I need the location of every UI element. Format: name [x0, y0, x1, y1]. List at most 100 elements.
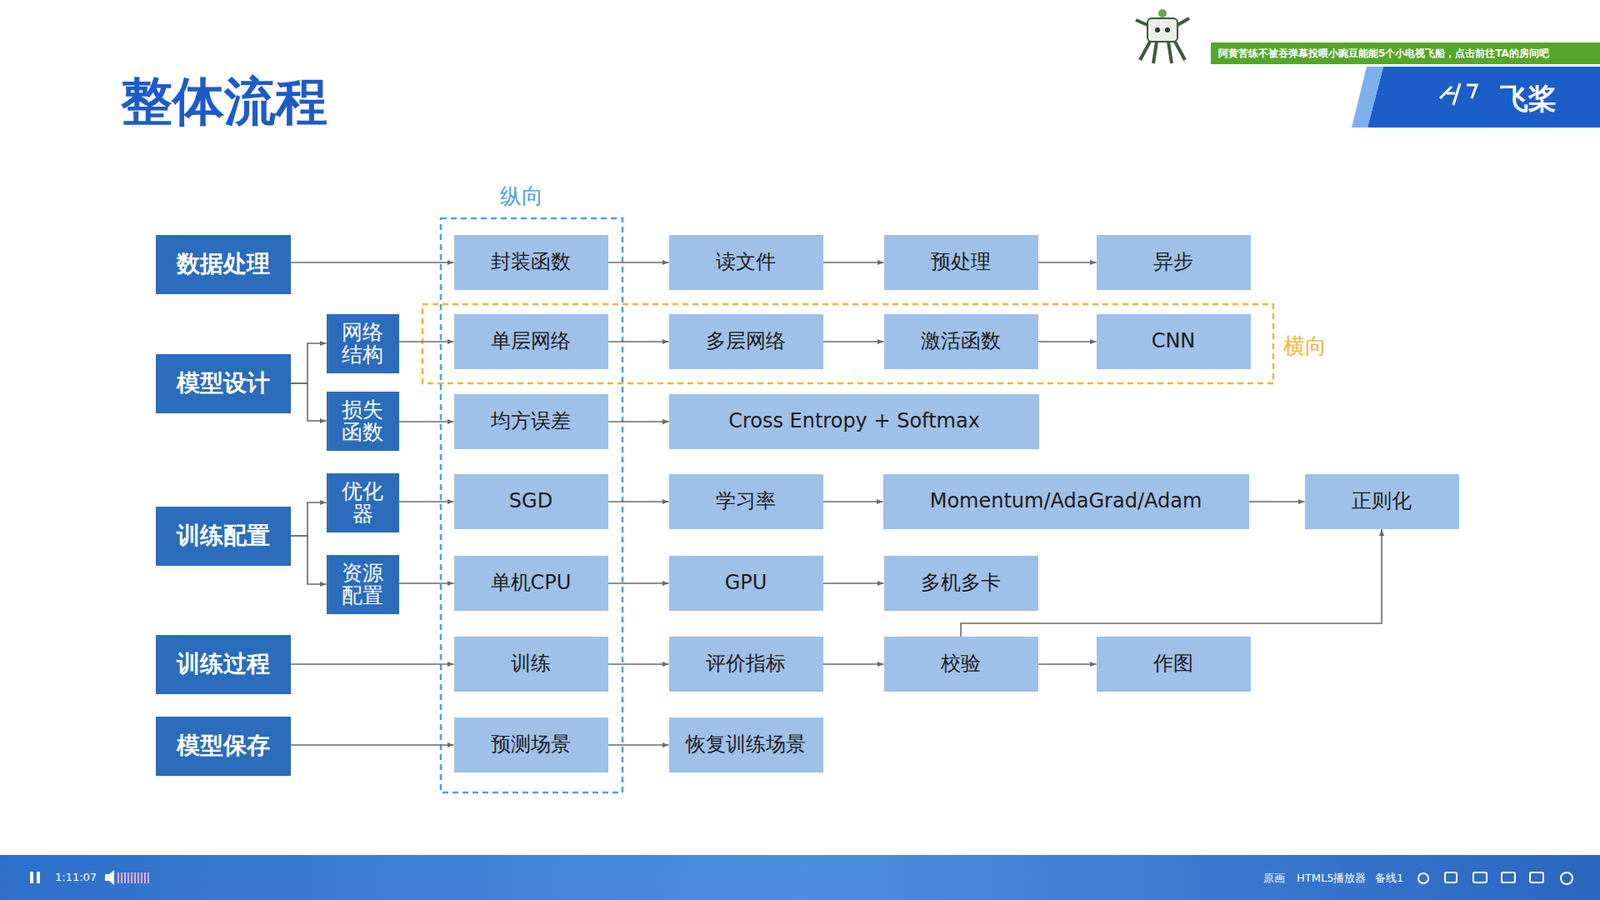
box-text: 训练 [510, 652, 551, 676]
box-text: 读文件 [715, 250, 776, 275]
slide-title: 整体流程 [120, 66, 328, 137]
flow-arrow [823, 261, 885, 264]
flow-arrow [1038, 663, 1097, 665]
flow-arrow [608, 261, 670, 264]
danmaku-bar [1210, 42, 1600, 65]
box-text: 封装函数 [490, 250, 571, 275]
flow-arrow [290, 744, 455, 746]
flow-arrow [290, 383, 327, 421]
box-text: 预测场景 [490, 733, 571, 757]
flow-arrow [399, 582, 455, 585]
box-text: 正则化 [1351, 490, 1412, 514]
player-option: 原画 [1263, 870, 1285, 886]
box-text: 单机CPU [490, 571, 572, 595]
box-text: 多机多卡 [920, 571, 1001, 595]
flow-arrow [399, 340, 455, 343]
flow-arrow [399, 500, 455, 503]
step-box: 预处理 [884, 235, 1039, 290]
logo-banner [1367, 66, 1600, 128]
box-text: 损失函数 [340, 398, 385, 445]
step-box: SGD [454, 474, 609, 530]
flow-arrow [1038, 340, 1097, 343]
box-text: 激活函数 [920, 330, 1001, 354]
step-box: 学习率 [669, 474, 824, 530]
flow-arrow [399, 420, 455, 423]
play-pause-icon [30, 871, 40, 884]
stage-box: 训练过程 [155, 635, 291, 695]
step-box: 封装函数 [454, 235, 609, 290]
flow-arrow [823, 663, 885, 665]
box-text: 数据处理 [176, 250, 270, 278]
box-text: 训练过程 [176, 650, 270, 678]
substage-box: 资源配置 [326, 555, 400, 615]
box-text: Cross Entropy + Softmax [728, 410, 980, 434]
flow-arrow [608, 500, 670, 503]
substage-box: 损失函数 [326, 391, 400, 451]
flow-arrow [290, 261, 455, 264]
stage-box: 训练配置 [155, 506, 291, 566]
flow-arrow [1249, 500, 1305, 503]
flow-arrow [290, 663, 455, 665]
flow-arrow [823, 340, 885, 343]
step-box: 正则化 [1305, 474, 1460, 530]
step-box: 作图 [1096, 636, 1251, 692]
player-controls [1418, 872, 1573, 885]
logo-stripe [1351, 66, 1384, 128]
flow-arrow [823, 582, 885, 585]
box-text: 多层网络 [705, 330, 786, 354]
step-box: 单机CPU [454, 555, 609, 611]
flow-arrow [608, 582, 670, 585]
danmaku-text: 阿黄苦练不被吞弹幕投喂小豌豆能能5个小电视飞船，点击前往TA的房间吧 [1218, 46, 1550, 61]
box-text: 模型保存 [176, 732, 270, 760]
box-text: 优化器 [340, 480, 385, 526]
box-text: GPU [725, 571, 768, 595]
flow-arrow [608, 744, 670, 746]
step-box: 校验 [884, 636, 1039, 692]
box-text: 作图 [1153, 652, 1194, 676]
box-text: 单层网络 [490, 330, 571, 354]
box-text: 网络结构 [340, 320, 385, 367]
box-text: 预处理 [930, 250, 991, 275]
player-bar [0, 855, 1600, 900]
box-text: Momentum/AdaGrad/Adam [930, 490, 1203, 514]
box-text: 恢复训练场景 [685, 733, 806, 757]
step-box: 均方误差 [454, 394, 609, 450]
flow-arrow [290, 535, 327, 585]
step-box: 读文件 [669, 235, 824, 290]
step-box: 多层网络 [669, 314, 824, 370]
player-option: 备线1 [1375, 870, 1404, 886]
flow-arrow [1038, 261, 1097, 264]
box-text: 校验 [940, 652, 981, 676]
flow-arrow [608, 663, 670, 665]
logo-text: 飞桨 [1500, 80, 1557, 119]
step-box: 单层网络 [454, 314, 609, 370]
stage-box: 数据处理 [155, 235, 291, 295]
step-box: 预测场景 [454, 717, 609, 773]
substage-box: 网络结构 [326, 314, 400, 374]
step-box: 评价指标 [669, 636, 824, 692]
horizontal-dashed-region [422, 304, 1274, 384]
region-label: 纵向 [500, 181, 544, 211]
stage-box: 模型设计 [155, 354, 291, 414]
flow-arrow [608, 420, 670, 423]
box-text: 学习率 [715, 490, 776, 514]
playback-time: 1:11:07 [55, 870, 97, 884]
stage-box: 模型保存 [155, 716, 291, 776]
box-text: 异步 [1153, 250, 1194, 275]
box-text: 训练配置 [176, 522, 270, 550]
step-box: 异步 [1096, 235, 1251, 290]
substage-box: 优化器 [326, 473, 400, 533]
step-box: 激活函数 [884, 314, 1039, 370]
logo-mark [1440, 83, 1477, 105]
robot-icon [1135, 9, 1190, 64]
flow-arrow [290, 502, 327, 536]
step-box: GPU [669, 555, 824, 611]
box-text: CNN [1151, 330, 1196, 354]
box-text: 评价指标 [705, 652, 786, 676]
step-box: Cross Entropy + Softmax [669, 394, 1040, 450]
flow-arrow [290, 343, 327, 384]
box-text: 资源配置 [340, 561, 385, 608]
box-text: 模型设计 [176, 370, 270, 397]
player-option: HTML5播放器 [1296, 870, 1366, 886]
step-box: CNN [1096, 314, 1251, 370]
